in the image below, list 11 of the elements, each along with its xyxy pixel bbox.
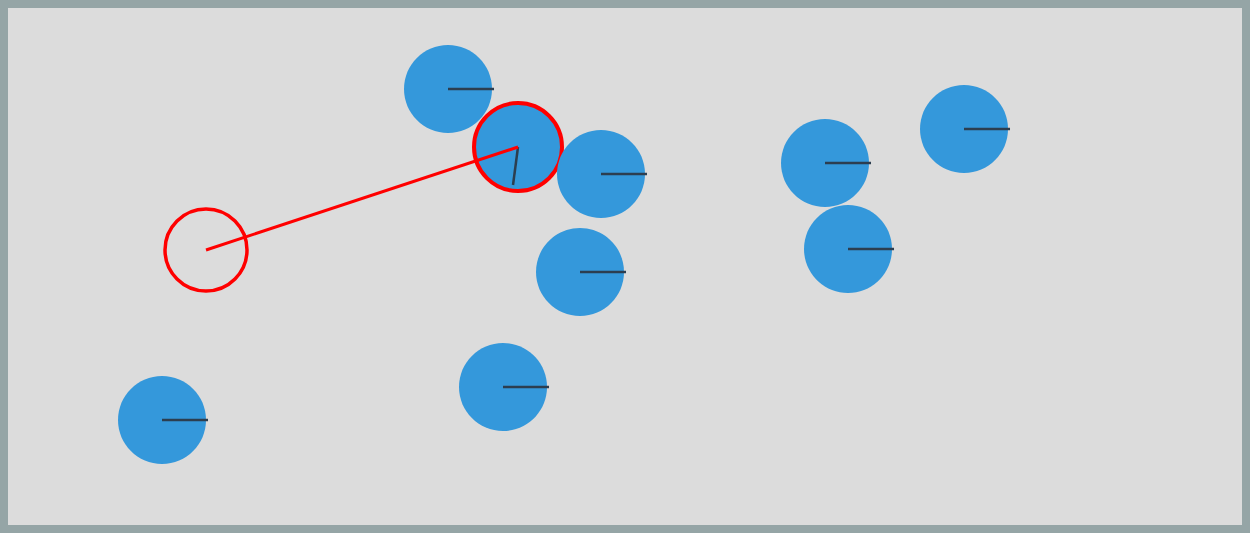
agent-circle <box>920 85 1010 173</box>
agent-circle <box>781 119 871 207</box>
connector-line <box>205 145 519 252</box>
agent-circle <box>118 376 208 464</box>
agent-circle <box>404 45 494 133</box>
selected-circle <box>472 101 564 193</box>
agent-circle <box>459 343 549 431</box>
target-circle <box>163 207 249 293</box>
agent-circle <box>804 205 894 293</box>
agent-circle <box>557 130 647 218</box>
agent-circle <box>536 228 626 316</box>
